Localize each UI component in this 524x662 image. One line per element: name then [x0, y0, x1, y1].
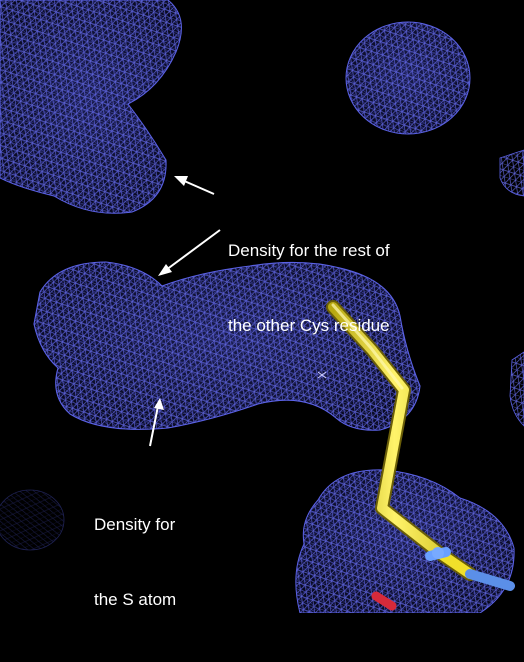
- density-blob-top-left: [0, 0, 182, 214]
- annotation-rest-line-1: Density for the rest of: [228, 241, 390, 260]
- center-marker: [317, 371, 327, 379]
- density-fragment-right: [499, 149, 524, 427]
- density-fragment-bottom-left: [0, 489, 65, 551]
- arrow-to-rest-density-lower: [158, 229, 221, 276]
- annotation-s-line-2: the S atom: [94, 590, 177, 609]
- arrow-to-rest-density-upper: [174, 176, 215, 195]
- molecular-viewer[interactable]: Density for the rest of the other Cys re…: [0, 0, 524, 613]
- density-blob-central: [33, 261, 421, 431]
- annotation-rest-of-cys: Density for the rest of the other Cys re…: [228, 188, 390, 388]
- annotation-rest-line-2: the other Cys residue: [228, 316, 390, 335]
- annotation-s-line-1: Density for: [94, 515, 176, 534]
- density-blob-top-right: [345, 21, 471, 135]
- cysteine-stick-model: [326, 300, 515, 611]
- annotation-s-atom: Density for the S atom: [94, 462, 176, 662]
- arrow-to-s-atom-density: [149, 398, 164, 447]
- density-scene: [0, 0, 524, 613]
- density-blob-bottom-right: [295, 469, 515, 613]
